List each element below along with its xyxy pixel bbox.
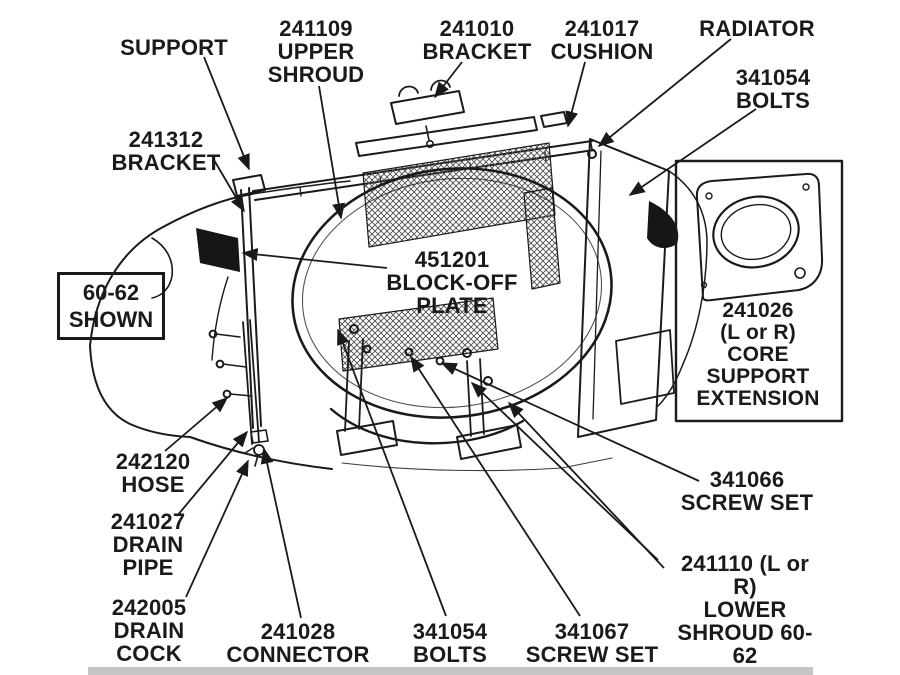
- right-core-support-art: [577, 138, 670, 438]
- label-bolts-bottom: 341054 BOLTS: [412, 619, 488, 667]
- label-lower-shroud: 241110 (L or R) LOWER SHROUD 60-62: [677, 551, 813, 668]
- label-upper-shroud: 241109 UPPER SHROUD: [267, 16, 365, 87]
- shroud-opening: [291, 167, 613, 419]
- drain-cock-art: [253, 444, 265, 456]
- leader-screw-set-341067: [410, 355, 581, 617]
- label-screw-set-341066: 341066 SCREW SET: [680, 467, 814, 515]
- leader-block-off-plate: [241, 248, 388, 269]
- label-drain-pipe: 241027 DRAIN PIPE: [110, 509, 186, 580]
- cushion-art: [540, 111, 568, 128]
- leader-support: [203, 56, 250, 171]
- label-cushion: 241017 CUSHION: [550, 16, 654, 64]
- drain-pipe-art: [242, 319, 260, 445]
- radiator-core-hatch: [362, 142, 556, 248]
- leader-bracket-241010: [434, 61, 463, 99]
- leader-drain-pipe: [176, 430, 249, 517]
- leader-connector: [260, 447, 302, 619]
- upper-support-bar-art: [355, 116, 538, 157]
- leader-radiator: [597, 38, 732, 148]
- label-core-support-extension: 241026 (L or R) CORE SUPPORT EXTENSION: [696, 299, 820, 410]
- connector-art: [250, 429, 269, 444]
- label-bolts-top: 341054 BOLTS: [735, 65, 811, 113]
- core-support-extension-inset-art: [674, 159, 844, 423]
- shown-badge: 60-62 SHOWN: [57, 272, 165, 340]
- leader-upper-shroud: [318, 85, 345, 220]
- leader-drain-cock: [185, 459, 249, 598]
- label-radiator: RADIATOR: [699, 16, 815, 41]
- leader-lines: [164, 38, 757, 619]
- leader-bracket-241312: [213, 159, 245, 213]
- leader-hose: [164, 396, 229, 452]
- car-body-art: [89, 180, 351, 470]
- leader-lower-shroud-a: [470, 381, 659, 561]
- lower-shroud-art: [329, 407, 525, 445]
- extension-plate-art: [695, 172, 824, 302]
- label-support: SUPPORT: [120, 35, 228, 60]
- label-drain-cock: 242005 DRAIN COCK: [111, 595, 187, 666]
- label-hose: 242120 HOSE: [115, 449, 191, 497]
- label-connector: 241028 CONNECTOR: [226, 619, 370, 667]
- bottom-edge-bar: [88, 667, 813, 675]
- label-block-off-plate: 451201 BLOCK-OFF PLATE: [386, 247, 518, 318]
- leader-bolts-top: [628, 108, 757, 196]
- leader-lower-shroud-b: [507, 401, 665, 569]
- label-screw-set-341067: 341067 SCREW SET: [525, 619, 659, 667]
- bracket-241010-art: [390, 90, 465, 125]
- label-bracket-241312: 241312 BRACKET: [111, 127, 221, 175]
- radiator-assembly-art: [208, 79, 708, 472]
- label-bracket-241010: 241010 BRACKET: [422, 16, 532, 64]
- leader-bolts-bottom: [337, 328, 447, 617]
- leader-cushion: [565, 61, 586, 128]
- inset-box-border: [674, 159, 844, 423]
- shadow-area: [196, 228, 240, 272]
